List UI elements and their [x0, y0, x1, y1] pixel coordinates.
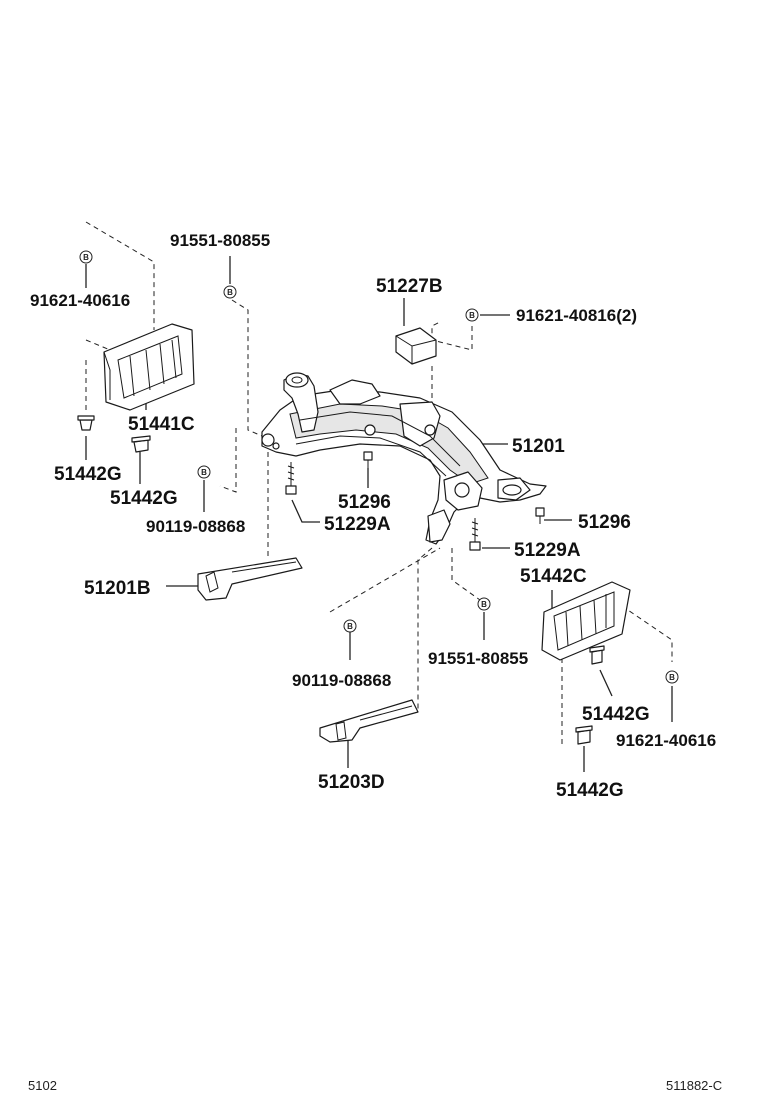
bolt-marker-b: B: [197, 465, 211, 479]
bolt-marker-b: B: [79, 250, 93, 264]
bolt-markers: B B B B B B B: [79, 250, 679, 684]
clip-icon: [131, 435, 151, 453]
label-51227b: 51227B: [376, 276, 443, 297]
bolt-icon: [363, 451, 373, 470]
label-51442g-a: 51442G: [54, 464, 122, 485]
part-51203d-illustration: [319, 699, 419, 743]
label-91551-80855-top: 91551-80855: [170, 231, 270, 250]
crossmember-illustration: [261, 372, 547, 545]
label-51441c: 51441C: [128, 414, 195, 435]
clip-icon: [77, 415, 95, 431]
footer-page-code: 5102: [28, 1078, 57, 1093]
part-labels: 91621-40616 91551-80855 51227B 91621-408…: [30, 231, 716, 801]
label-51442g-b: 51442G: [110, 488, 178, 509]
svg-text:B: B: [669, 673, 675, 682]
label-51201: 51201: [512, 436, 565, 457]
bolt-marker-b: B: [343, 619, 357, 633]
part-51441c-illustration: [103, 323, 195, 411]
bolt-icon: [469, 518, 481, 551]
svg-text:B: B: [227, 288, 233, 297]
part-51227b-illustration: [395, 327, 437, 365]
svg-text:B: B: [481, 600, 487, 609]
clip-icon: [575, 725, 593, 745]
clip-icon: [589, 645, 605, 665]
svg-text:B: B: [347, 622, 353, 631]
label-91551-80855-bot: 91551-80855: [428, 649, 528, 668]
svg-text:B: B: [83, 253, 89, 262]
label-51201b: 51201B: [84, 578, 151, 599]
bolt-marker-b: B: [465, 308, 479, 322]
bolt-marker-b: B: [223, 285, 237, 299]
clip-51442g-illustrations: [77, 415, 605, 745]
svg-text:B: B: [469, 311, 475, 320]
bolt-marker-b: B: [477, 597, 491, 611]
bolt-icon: [535, 507, 545, 524]
bolt-icon: [285, 462, 297, 495]
label-51442c: 51442C: [520, 566, 587, 587]
label-51296-b: 51296: [578, 512, 631, 533]
label-90119-08868-top: 90119-08868: [146, 517, 245, 536]
label-51442g-d: 51442G: [556, 780, 624, 801]
bolt-marker-b: B: [665, 670, 679, 684]
label-51442g-c: 51442G: [582, 704, 650, 725]
footer-illustration-code: 511882-C: [666, 1078, 722, 1093]
label-51229a-b: 51229A: [514, 540, 581, 561]
part-51442c-illustration: [541, 581, 631, 661]
label-51203d: 51203D: [318, 772, 385, 793]
label-51229a-a: 51229A: [324, 514, 391, 535]
label-91621-40616-bot: 91621-40616: [616, 731, 716, 750]
part-51201b-illustration: [197, 557, 303, 601]
label-91621-40616-top: 91621-40616: [30, 291, 130, 310]
assembly-dashed-lines: [85, 221, 673, 748]
label-51296-a: 51296: [338, 492, 391, 513]
label-90119-08868-bot: 90119-08868: [292, 671, 391, 690]
label-91621-40816: 91621-40816(2): [516, 306, 637, 325]
svg-text:B: B: [201, 468, 207, 477]
bolt-illustrations: [285, 451, 545, 551]
